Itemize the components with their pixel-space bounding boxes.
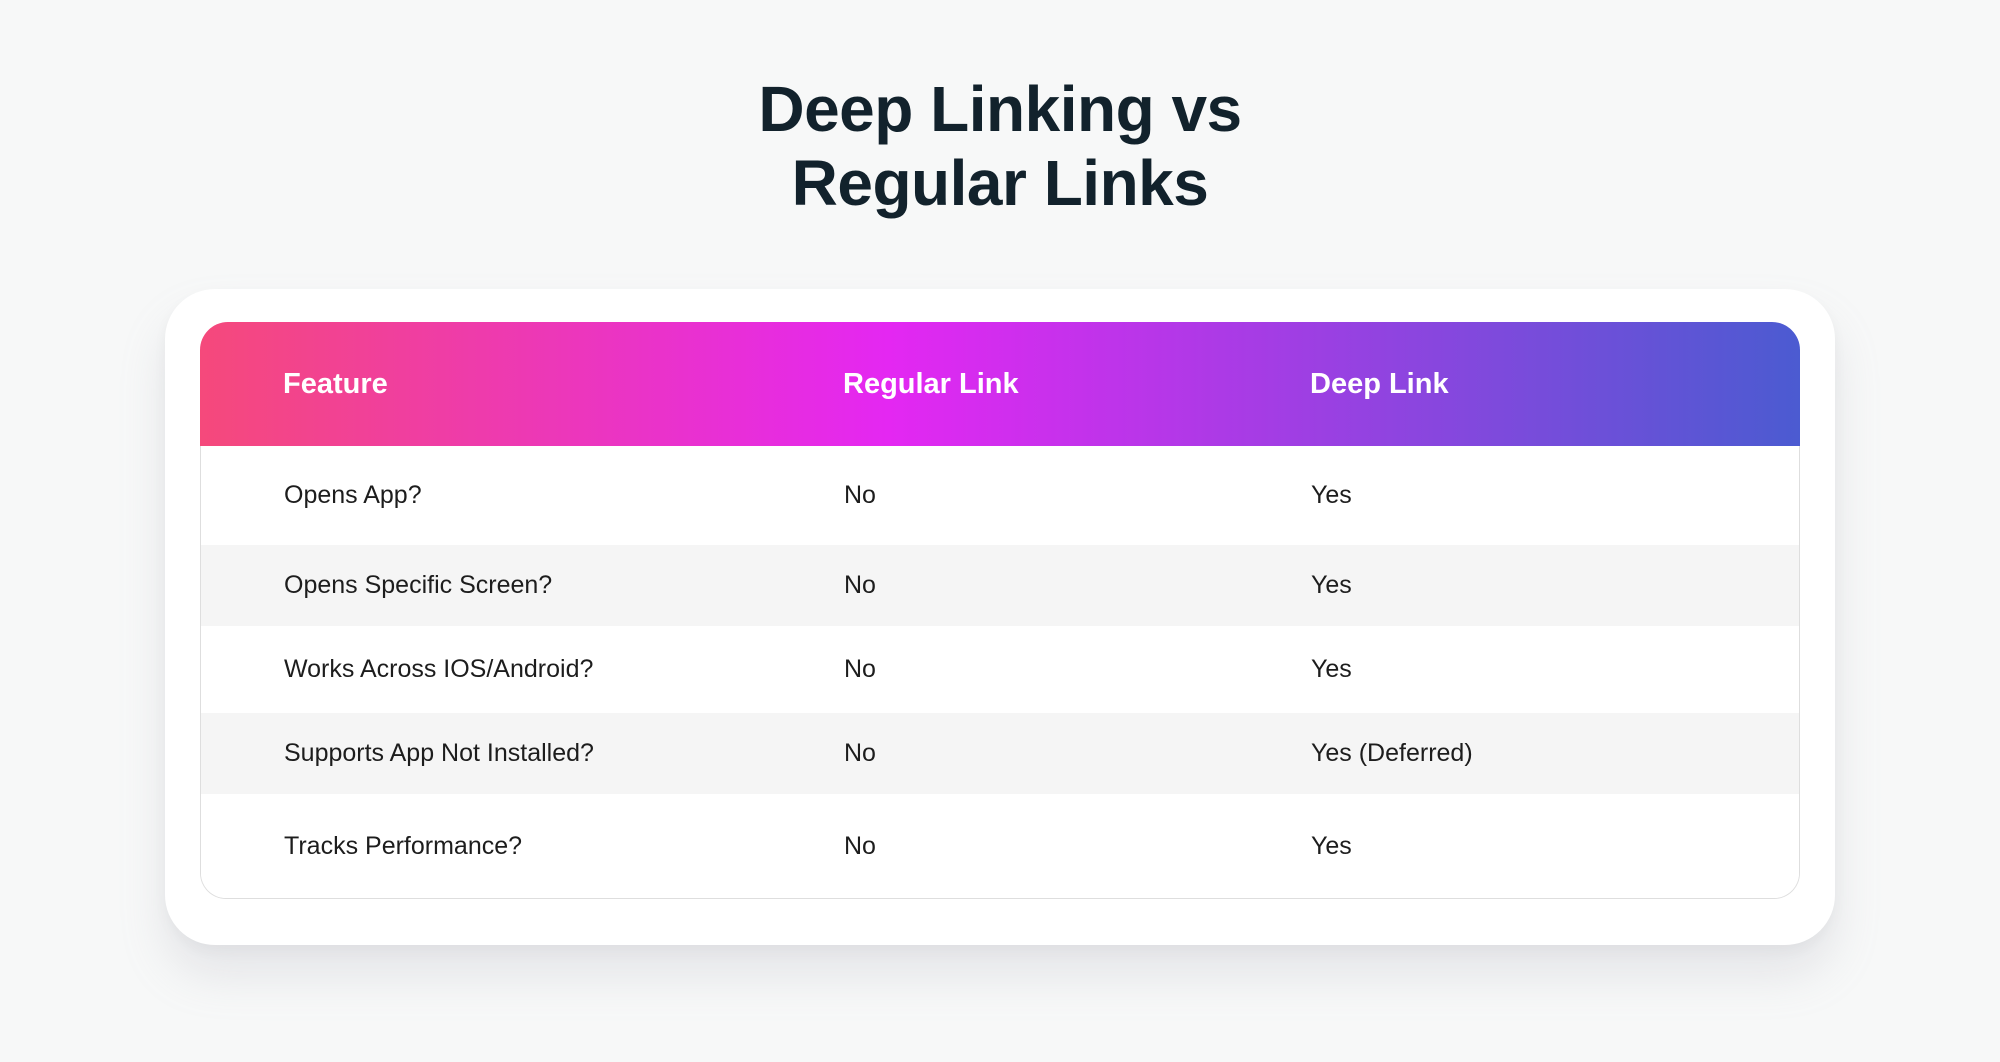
feature-cell: Opens App? xyxy=(284,481,422,509)
table-row: Tracks Performance? No Yes xyxy=(201,794,1799,898)
table-row: Supports App Not Installed? No Yes (Defe… xyxy=(201,713,1799,794)
comparison-table: Feature Regular Link Deep Link Opens App… xyxy=(200,322,1800,899)
title-line-1: Deep Linking vs xyxy=(758,73,1242,145)
regular-link-cell: No xyxy=(844,655,876,683)
regular-link-cell: No xyxy=(844,571,876,599)
regular-link-cell: No xyxy=(844,831,876,860)
header-cell-regular-link: Regular Link xyxy=(843,367,1019,400)
deep-link-cell: Yes (Deferred) xyxy=(1311,739,1473,767)
feature-cell: Supports App Not Installed? xyxy=(284,739,594,767)
table-header: Feature Regular Link Deep Link xyxy=(200,322,1800,446)
header-cell-feature: Feature xyxy=(283,367,388,400)
table-row: Opens App? No Yes xyxy=(201,446,1799,545)
regular-link-cell: No xyxy=(844,481,876,509)
feature-cell: Opens Specific Screen? xyxy=(284,571,553,599)
table-row: Works Across IOS/Android? No Yes xyxy=(201,626,1799,713)
header-cell-deep-link: Deep Link xyxy=(1310,367,1449,400)
table-body: Opens App? No Yes Opens Specific Screen?… xyxy=(200,446,1800,899)
table-row: Opens Specific Screen? No Yes xyxy=(201,545,1799,626)
deep-link-cell: Yes xyxy=(1311,571,1352,599)
comparison-card: Feature Regular Link Deep Link Opens App… xyxy=(165,289,1835,945)
deep-link-cell: Yes xyxy=(1311,655,1352,683)
title-line-2: Regular Links xyxy=(791,147,1209,220)
feature-cell: Tracks Performance? xyxy=(284,831,523,860)
page-title: Deep Linking vs Regular Links xyxy=(0,72,2000,220)
deep-link-cell: Yes xyxy=(1311,831,1352,860)
regular-link-cell: No xyxy=(844,739,876,767)
feature-cell: Works Across IOS/Android? xyxy=(284,655,594,683)
deep-link-cell: Yes xyxy=(1311,481,1352,509)
